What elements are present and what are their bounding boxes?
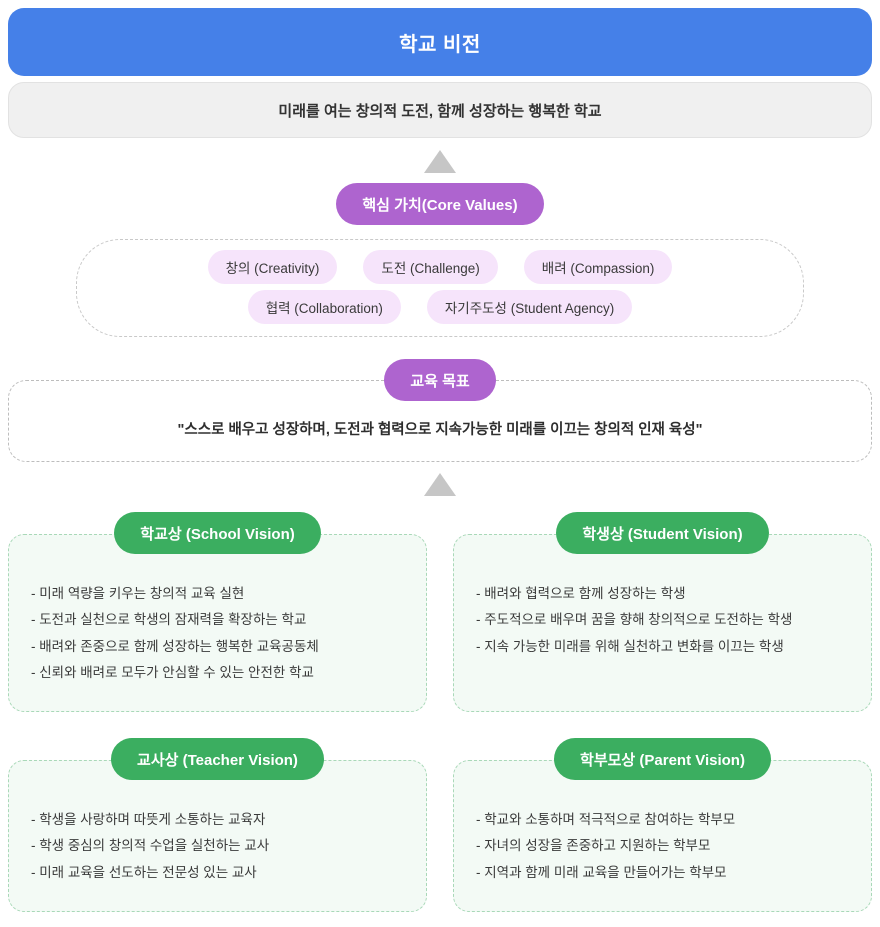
vision-card-line: - 배려와 협력으로 함께 성장하는 학생: [476, 586, 686, 601]
vision-card-heading: 학부모상 (Parent Vision): [554, 738, 771, 780]
vision-subtitle-bar: 미래를 여는 창의적 도전, 함께 성장하는 행복한 학교: [8, 82, 872, 138]
core-values-header-row: 핵심 가치(Core Values): [8, 183, 872, 225]
vision-card-heading-label: 학생상 (Student Vision): [582, 525, 743, 543]
core-value-chip[interactable]: 자기주도성 (Student Agency): [426, 290, 633, 324]
vision-card-body: - 배려와 협력으로 함께 성장하는 학생 - 주도적으로 배우며 꿈을 향해 …: [453, 534, 872, 712]
vision-card-heading-label: 학부모상 (Parent Vision): [580, 751, 745, 769]
vision-card-heading-label: 교사상 (Teacher Vision): [137, 751, 298, 769]
vision-card-parent: 학부모상 (Parent Vision) - 학교와 소통하며 적극적으로 참여…: [453, 738, 872, 912]
core-values-row-2: 협력 (Collaboration) 자기주도성 (Student Agency…: [91, 290, 789, 324]
vision-card-line: - 지속 가능한 미래를 위해 실천하고 변화를 이끄는 학생: [476, 638, 784, 654]
vision-card-line: - 주도적으로 배우며 꿈을 향해 창의적으로 도전하는 학생: [476, 612, 793, 628]
vision-title-banner: 학교 비전: [8, 8, 872, 76]
education-goal-heading-label: 교육 목표: [410, 372, 470, 390]
core-value-chip[interactable]: 도전 (Challenge): [363, 250, 498, 284]
core-value-chip[interactable]: 협력 (Collaboration): [247, 290, 401, 324]
vision-card-heading: 학생상 (Student Vision): [556, 512, 769, 554]
vision-card-body: - 학교와 소통하며 적극적으로 참여하는 학부모 - 자녀의 성장을 존중하고…: [453, 760, 872, 912]
vision-card-header-row: 학생상 (Student Vision): [453, 512, 872, 554]
vision-card-student: 학생상 (Student Vision) - 배려와 협력으로 함께 성장하는 …: [453, 512, 872, 712]
vision-cards-grid: 학교상 (School Vision) - 미래 역량을 키우는 창의적 교육 …: [8, 512, 872, 912]
vision-card-school: 학교상 (School Vision) - 미래 역량을 키우는 창의적 교육 …: [8, 512, 427, 712]
vision-card-header-row: 학부모상 (Parent Vision): [453, 738, 872, 780]
vision-card-heading: 교사상 (Teacher Vision): [111, 738, 324, 780]
core-values-section: 핵심 가치(Core Values) 창의 (Creativity) 도전 (C…: [8, 183, 872, 337]
vision-card-heading-label: 학교상 (School Vision): [140, 525, 295, 543]
vision-card-line: - 도전과 실천으로 학생의 잠재력을 확장하는 학교: [31, 612, 307, 628]
arrow-up-icon-to-goal: [424, 473, 456, 496]
core-value-chip[interactable]: 배려 (Compassion): [523, 250, 673, 284]
education-goal-header-row: 교육 목표: [8, 359, 872, 401]
vision-card-heading: 학교상 (School Vision): [114, 512, 321, 554]
vision-card-body: - 미래 역량을 키우는 창의적 교육 실현 - 도전과 실천으로 학생의 잠재…: [8, 534, 427, 712]
page-title: 학교 비전: [399, 33, 481, 56]
arrow-up-icon-to-vision: [424, 150, 456, 173]
education-goal-heading: 교육 목표: [384, 359, 496, 401]
vision-card-body: - 학생을 사랑하며 따뜻게 소통하는 교육자 - 학생 중심의 창의적 수업을…: [8, 760, 427, 912]
vision-card-line: - 미래 역량을 키우는 창의적 교육 실현: [31, 586, 245, 601]
core-value-chip[interactable]: 창의 (Creativity): [207, 250, 338, 284]
core-values-container: 창의 (Creativity) 도전 (Challenge) 배려 (Compa…: [76, 239, 804, 337]
vision-card-line: - 지역과 함께 미래 교육을 만들어가는 학부모: [476, 864, 727, 880]
core-values-heading-label: 핵심 가치(Core Values): [362, 196, 518, 214]
vision-card-line: - 미래 교육을 선도하는 전문성 있는 교사: [31, 864, 257, 880]
vision-card-header-row: 학교상 (School Vision): [8, 512, 427, 554]
vision-card-header-row: 교사상 (Teacher Vision): [8, 738, 427, 780]
vision-subtitle-text: 미래를 여는 창의적 도전, 함께 성장하는 행복한 학교: [278, 102, 602, 120]
vision-card-line: - 학생 중심의 창의적 수업을 실천하는 교사: [31, 838, 270, 854]
vision-card-line: - 학교와 소통하며 적극적으로 참여하는 학부모: [476, 812, 736, 827]
vision-card-line: - 자녀의 성장을 존중하고 지원하는 학부모: [476, 838, 711, 854]
education-goal-section: 교육 목표 "스스로 배우고 성장하며, 도전과 협력으로 지속가능한 미래를 …: [8, 359, 872, 462]
vision-card-line: - 학생을 사랑하며 따뜻게 소통하는 교육자: [31, 812, 266, 827]
school-vision-diagram: 학교 비전 미래를 여는 창의적 도전, 함께 성장하는 행복한 학교 핵심 가…: [0, 8, 880, 927]
vision-card-teacher: 교사상 (Teacher Vision) - 학생을 사랑하며 따뜻게 소통하는…: [8, 738, 427, 912]
vision-card-line: - 배려와 존중으로 함께 성장하는 행복한 교육공동체: [31, 638, 319, 654]
education-goal-statement: "스스로 배우고 성장하며, 도전과 협력으로 지속가능한 미래를 이끄는 창의…: [177, 422, 703, 438]
core-values-heading: 핵심 가치(Core Values): [336, 183, 544, 225]
core-values-row-1: 창의 (Creativity) 도전 (Challenge) 배려 (Compa…: [91, 250, 789, 284]
vision-card-line: - 신뢰와 배려로 모두가 안심할 수 있는 안전한 학교: [31, 664, 314, 680]
